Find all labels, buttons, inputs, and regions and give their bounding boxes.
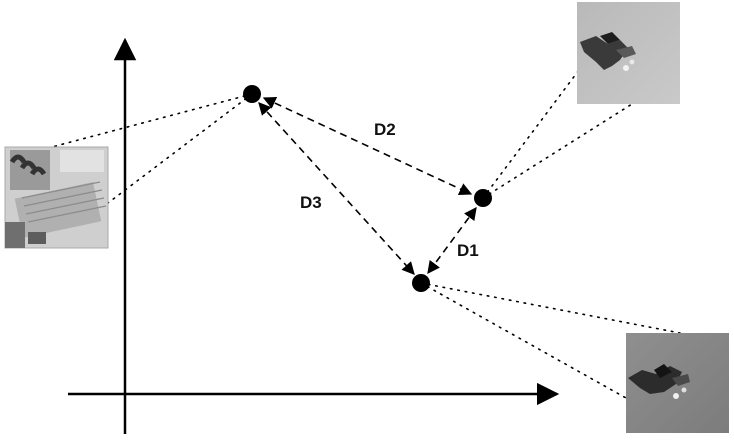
projection-line <box>482 65 583 199</box>
projection-lines <box>51 65 681 399</box>
feature-point-building <box>243 85 261 103</box>
distance-arrows <box>258 97 477 275</box>
projection-line <box>107 93 253 204</box>
label-d1: D1 <box>457 241 479 260</box>
projection-line <box>420 282 627 399</box>
distance-arrow-d3 <box>258 102 415 275</box>
feature-point-aircraft-top <box>474 189 492 207</box>
distance-arrow-d1 <box>427 206 477 275</box>
label-d2: D2 <box>374 120 396 139</box>
projection-line <box>51 93 253 148</box>
projection-line <box>420 282 681 334</box>
label-d3: D3 <box>300 193 322 212</box>
feature-point-aircraft-bottom <box>412 274 430 292</box>
projection-line <box>482 103 633 199</box>
thumbnail-aircraft-top <box>577 2 680 104</box>
thumbnail-aircraft-bottom <box>626 333 729 433</box>
distance-arrow-d2 <box>262 97 473 195</box>
thumbnail-building <box>4 146 109 249</box>
